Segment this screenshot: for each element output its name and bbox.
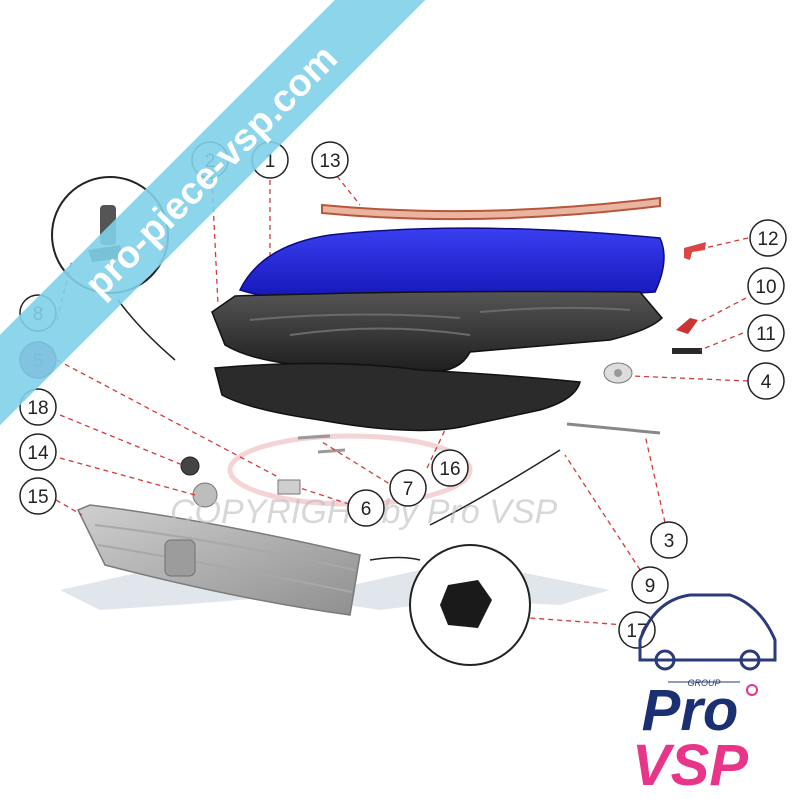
callout-number: 16 [439, 459, 460, 480]
callout-circle [431, 449, 469, 487]
callout-number: 15 [27, 487, 48, 508]
callout-9: 9 [631, 566, 669, 604]
part-release-cable-9 [429, 449, 561, 526]
callout-number: 14 [27, 443, 49, 464]
callout-circle [389, 469, 427, 507]
callout-number: 13 [319, 151, 340, 172]
callout-number: 3 [664, 531, 675, 552]
callout-10: 10 [747, 267, 785, 305]
pro-vsp-logo: GROUP Pro VSP [632, 593, 777, 798]
callout-circle [747, 267, 785, 305]
part-clip-6 [277, 479, 301, 495]
inner-frame-ribs [249, 306, 631, 336]
part-pad-11 [672, 348, 702, 354]
callout-circle [19, 477, 57, 515]
callout-number: 4 [761, 372, 772, 393]
part-bracket-10 [676, 318, 698, 334]
detail-circle-clip [369, 544, 531, 666]
callout-number: 6 [361, 499, 372, 520]
callout-12: 12 [749, 219, 787, 257]
callout-circle [19, 433, 57, 471]
callout-number: 7 [403, 479, 414, 500]
logo-dot-icon [746, 684, 758, 696]
callout-13: 13 [311, 141, 349, 179]
part-hinge-12 [684, 242, 706, 260]
logo-vsp-text: VSP [632, 733, 748, 798]
callout-6: 6 [347, 489, 385, 527]
callout-circle [618, 611, 656, 649]
callout-circle [747, 362, 785, 400]
logo-group-text: GROUP [687, 678, 720, 688]
part-underbody-shield [214, 362, 581, 432]
callout-circle [747, 314, 785, 352]
part-lock-4 [603, 362, 633, 384]
logo-car-outline-icon [638, 593, 777, 662]
callout-number: 18 [27, 398, 48, 419]
callout-number: 10 [755, 277, 776, 298]
callout-number: 1 [265, 151, 276, 172]
part-seal-strip [321, 196, 661, 221]
callout-circle [650, 521, 688, 559]
callout-7: 7 [389, 469, 427, 507]
callout-number: 12 [757, 229, 778, 250]
callout-circle [19, 388, 57, 426]
callout-11: 11 [747, 314, 785, 352]
callout-circle [311, 141, 349, 179]
callout-18: 18 [19, 388, 57, 426]
callout-17: 17 [618, 611, 656, 649]
grille-slats [94, 524, 356, 593]
callout-4: 4 [747, 362, 785, 400]
callout-3: 3 [650, 521, 688, 559]
callout-circle [749, 219, 787, 257]
part-stay-rod-3 [566, 422, 661, 435]
callout-number: 9 [645, 576, 656, 597]
callout-16: 16 [431, 449, 469, 487]
callout-circle [631, 566, 669, 604]
grille-emblem [164, 539, 196, 577]
callout-15: 15 [19, 477, 57, 515]
part-emblem-18 [180, 456, 200, 476]
callout-14: 14 [19, 433, 57, 471]
callout-number: 11 [756, 324, 776, 345]
part-latch-7 [297, 434, 346, 454]
callout-circle [347, 489, 385, 527]
logo-pro-text: Pro [642, 678, 739, 743]
